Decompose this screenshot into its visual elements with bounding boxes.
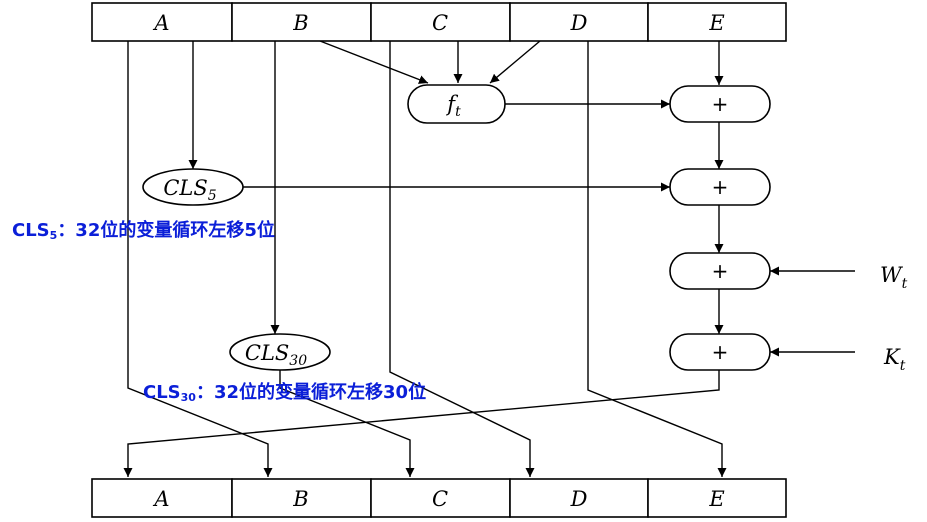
arrow-d-to-f: [489, 40, 541, 84]
f-function-box: ft: [407, 84, 506, 124]
connections: [123, 40, 855, 477]
bottom-label-e: E: [708, 487, 724, 511]
bottom-register-d: [509, 478, 649, 518]
arrow-cls30-to-new-c: [279, 370, 415, 477]
arrow-c-to-new-d: [389, 41, 535, 477]
top-label-c: C: [432, 11, 448, 35]
bottom-label-b: B: [292, 487, 308, 511]
w-input-label: Wt: [880, 263, 908, 292]
top-label-a: A: [152, 11, 169, 35]
bottom-label-d: D: [570, 487, 588, 511]
bottom-register-b: [231, 478, 372, 518]
bottom-register-a: [91, 478, 233, 518]
top-label-b: B: [292, 11, 308, 35]
f-function-label: ft: [445, 92, 461, 120]
cls30-label: CLS30: [245, 341, 307, 369]
bottom-label-a: A: [152, 487, 169, 511]
cls5-label: CLS5: [163, 176, 216, 204]
top-register-b: [231, 2, 372, 42]
adder-2-shape: [669, 168, 771, 206]
adder-3: +: [669, 252, 771, 290]
arrow-d-to-new-e: [587, 41, 727, 477]
adder-4-shape: [669, 333, 771, 371]
cls30-note: CLS30：32位的变量循环左移30位: [143, 382, 427, 404]
bottom-label-c: C: [432, 487, 448, 511]
adder-4: +: [669, 333, 771, 371]
adder-4-symbol: +: [712, 340, 729, 364]
adder-2-symbol: +: [712, 175, 729, 199]
top-register-row: A B C D E: [91, 2, 787, 42]
top-register-c: [370, 2, 511, 42]
adder-1-shape: [669, 85, 771, 123]
adder-3-symbol: +: [712, 259, 729, 283]
adder-2: +: [669, 168, 771, 206]
f-function-shape: [407, 84, 506, 124]
bottom-register-e: [647, 478, 787, 518]
top-register-a: [91, 2, 233, 42]
cls5-shape: [142, 168, 244, 206]
arrow-sum-to-new-a: [123, 370, 720, 477]
adder-3-shape: [669, 252, 771, 290]
bottom-register-c: [370, 478, 511, 518]
top-register-e: [647, 2, 787, 42]
cls5-note: CLS5：32位的变量循环左移5位: [12, 220, 275, 242]
bottom-register-row: A B C D E: [91, 478, 787, 518]
adder-1: +: [669, 85, 771, 123]
cls30-box: CLS30: [229, 333, 331, 371]
k-input-label: Kt: [883, 345, 906, 374]
arrow-a-to-new-b: [127, 41, 273, 477]
cls5-box: CLS5: [142, 168, 244, 206]
top-label-e: E: [708, 11, 724, 35]
top-label-d: D: [570, 11, 588, 35]
adder-1-symbol: +: [712, 92, 729, 116]
cls30-shape: [229, 333, 331, 371]
arrow-b-to-f: [319, 40, 429, 84]
